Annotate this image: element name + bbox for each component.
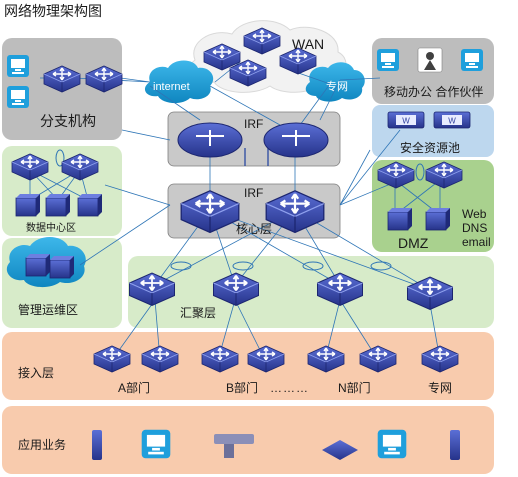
irf-top-label: IRF (244, 117, 264, 131)
dmz-service-dns: DNS (462, 221, 488, 235)
mobile-pc (377, 49, 399, 71)
dmz-server (425, 207, 451, 231)
access-ellipsis: ……… (270, 381, 309, 395)
access-label: 接入层 (18, 366, 55, 380)
branch-label: 分支机构 (40, 113, 96, 129)
dc-server (15, 193, 41, 217)
dc-server (45, 193, 71, 217)
partner-pc (461, 49, 483, 71)
mgmt-devices (25, 253, 75, 279)
aggregation-label: 汇聚层 (180, 306, 217, 320)
firewall (387, 111, 425, 129)
camera-icon (214, 434, 254, 458)
access-group-n: N部门 (338, 381, 371, 395)
dmz-server (387, 207, 413, 231)
dmz-label: DMZ (398, 235, 429, 251)
internet-label: internet (153, 81, 190, 93)
access-group-private: 专网 (428, 381, 453, 395)
core-label: 核心层 (236, 222, 273, 236)
mgmt-server (25, 253, 51, 277)
private-net-cloud (305, 62, 365, 102)
diagram-title: 网络物理架构图 (4, 3, 102, 19)
private-net-label: 专网 (326, 81, 348, 93)
datacenter-label: 数据中心区 (26, 223, 76, 234)
terminal-icon (141, 429, 171, 459)
app-label: 应用业务 (18, 438, 67, 452)
security-pool-label: 安全资源池 (400, 141, 461, 155)
partner-user-head (426, 52, 434, 60)
irf-core-label: IRF (244, 186, 264, 200)
firewall (433, 111, 471, 129)
mobile-partner-label: 移动办公 合作伙伴 (384, 85, 484, 99)
mobile-devices (377, 47, 483, 73)
wan-label: WAN (292, 36, 325, 52)
branch-pc (7, 55, 29, 77)
dmz-service-email: email (462, 235, 491, 249)
mgmt-label: 管理运维区 (18, 303, 79, 317)
internet-cloud (144, 60, 214, 104)
phone-icon (92, 430, 102, 460)
irf-top-switches (177, 122, 329, 158)
access-group-b: B部门 (226, 381, 259, 395)
app-devices (92, 429, 460, 460)
phone-icon (450, 430, 460, 460)
aggregation-rings (55, 149, 425, 271)
mgmt-server (49, 255, 75, 279)
dc-server (77, 193, 103, 217)
access-group-a: A部门 (118, 381, 151, 395)
partner-user-body (424, 60, 436, 70)
branch-pc (7, 86, 29, 108)
dmz-service-web: Web (462, 207, 487, 221)
wireless-ap-icon (322, 440, 358, 460)
pc-icon (377, 429, 407, 459)
